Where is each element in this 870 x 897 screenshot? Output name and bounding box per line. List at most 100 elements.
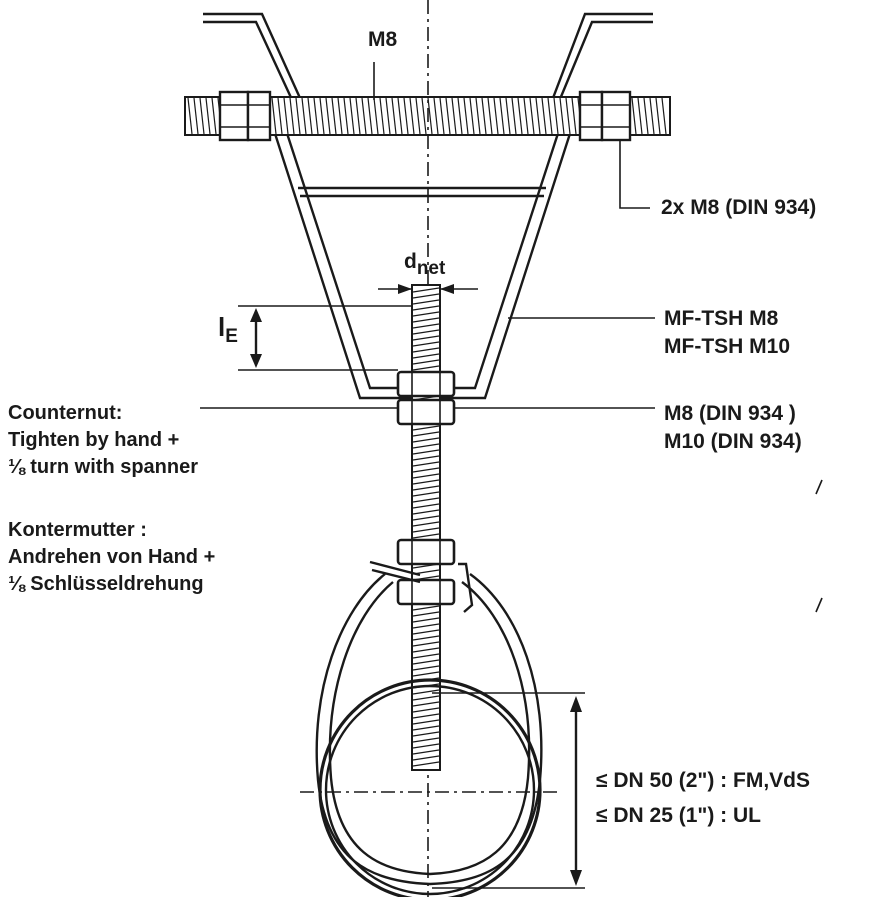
thread-line <box>412 653 440 659</box>
thread-line <box>412 527 440 533</box>
thread-line <box>565 97 571 135</box>
thread-line <box>313 97 319 135</box>
thread-line <box>493 97 499 135</box>
thread-line <box>412 347 440 353</box>
thread-line <box>355 97 361 135</box>
thread-line <box>439 97 445 135</box>
thread-line <box>325 97 331 135</box>
thread-line <box>412 707 440 713</box>
thread-line <box>511 97 517 135</box>
dnet-label: dnet <box>404 250 446 279</box>
thread-line <box>412 761 440 767</box>
pipe <box>318 678 542 897</box>
thread-line <box>187 97 193 135</box>
thread-line <box>412 689 440 695</box>
thread-line <box>637 97 643 135</box>
top-rod-label: M8 <box>368 28 397 51</box>
thread-line <box>445 97 451 135</box>
thread-line <box>523 97 529 135</box>
thread-line <box>412 737 440 743</box>
left-nuts <box>218 90 272 142</box>
le-dimension <box>238 305 412 371</box>
thread-line <box>499 97 505 135</box>
thread-line <box>661 97 667 135</box>
thread-line <box>559 97 565 135</box>
thread-line <box>412 629 440 635</box>
thread-line <box>412 485 440 491</box>
thread-line <box>412 503 440 509</box>
thread-line <box>433 97 439 135</box>
thread-line <box>412 353 440 359</box>
thread-line <box>427 97 433 135</box>
vertical-threaded-rod <box>411 284 441 771</box>
thread-line <box>412 359 440 365</box>
thread-line <box>412 611 440 617</box>
dnet-dimension <box>378 284 478 294</box>
thread-line <box>412 623 440 629</box>
thread-line <box>412 521 440 527</box>
thread-line <box>271 97 277 135</box>
thread-line <box>361 97 367 135</box>
thread-line <box>412 749 440 755</box>
hanger-label-line1: MF-TSH M8 <box>664 307 779 330</box>
thread-line <box>412 425 440 431</box>
thread-line <box>331 97 337 135</box>
thread-line <box>451 97 457 135</box>
thread-line <box>412 617 440 623</box>
thread-line <box>517 97 523 135</box>
thread-line <box>412 647 440 653</box>
thread-line <box>412 437 440 443</box>
thread-line <box>409 97 415 135</box>
thread-line <box>412 443 440 449</box>
thread-line <box>412 365 440 371</box>
thread-line <box>553 97 559 135</box>
thread-line <box>295 97 301 135</box>
thread-line <box>412 725 440 731</box>
top-nuts-label: 2x M8 (DIN 934) <box>661 196 816 219</box>
thread-line <box>475 97 481 135</box>
thread-line <box>289 97 295 135</box>
thread-line <box>412 755 440 761</box>
thread-line <box>412 713 440 719</box>
kontermutter-title: Kontermutter : <box>8 519 147 541</box>
thread-line <box>529 97 535 135</box>
thread-line <box>412 731 440 737</box>
kontermutter-line2: ⅛ Schlüsseldrehung <box>8 573 204 595</box>
thread-line <box>397 97 403 135</box>
thread-line <box>412 479 440 485</box>
thread-line <box>412 641 440 647</box>
thread-line <box>412 311 440 317</box>
thread-line <box>367 97 373 135</box>
thread-line <box>412 515 440 521</box>
thread-line <box>412 293 440 299</box>
thread-line <box>412 317 440 323</box>
thread-line <box>463 97 469 135</box>
thread-line <box>412 461 440 467</box>
thread-line <box>301 97 307 135</box>
thread-line <box>649 97 655 135</box>
thread-line <box>412 497 440 503</box>
thread-line <box>412 473 440 479</box>
thread-line <box>643 97 649 135</box>
pipe-diameter-dimension <box>432 692 585 889</box>
thread-line <box>535 97 541 135</box>
thread-line <box>412 743 440 749</box>
thread-line <box>412 665 440 671</box>
thread-line <box>541 97 547 135</box>
thread-line <box>343 97 349 135</box>
thread-line <box>412 323 440 329</box>
thread-line <box>412 659 440 665</box>
thread-line <box>487 97 493 135</box>
counternut-line1: Tighten by hand + <box>8 429 179 451</box>
counternut-title: Counternut: <box>8 402 122 424</box>
thread-line <box>469 97 475 135</box>
thread-line <box>412 635 440 641</box>
upper-nut-pair <box>396 370 456 426</box>
thread-line <box>412 431 440 437</box>
thread-line <box>412 287 440 293</box>
hanger-label-line2: MF-TSH M10 <box>664 335 790 358</box>
leader-lines <box>200 62 823 613</box>
le-label: lE <box>218 312 238 347</box>
counternut-line2: ⅛ turn with spanner <box>8 456 198 478</box>
